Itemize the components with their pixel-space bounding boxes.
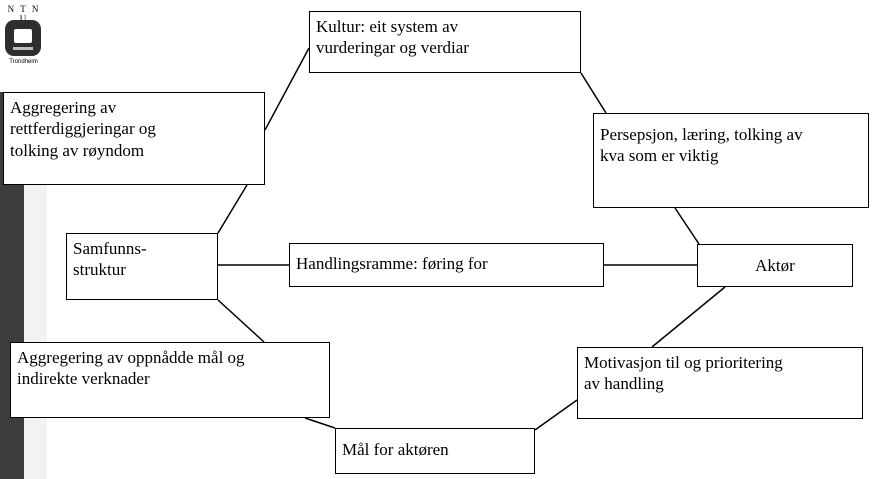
node-samfunnsstruktur: Samfunns- struktur (66, 233, 218, 300)
logo-city: Trondheim (9, 59, 38, 65)
logo-letters: N T N U (7, 4, 41, 24)
ntnu-logo: N T N U Trondheim (0, 0, 47, 92)
line-motivasjon-mal (534, 399, 578, 431)
node-mal-for-aktoren: Mål for aktøren (335, 428, 535, 474)
node-aktor: Aktør (697, 244, 853, 287)
logo-mark-icon (5, 20, 41, 56)
node-aggregering-rettferdiggjeringar: Aggregering av rettferdiggjeringar og to… (3, 92, 265, 185)
line-persepsjon-aktor (674, 207, 700, 245)
node-persepsjon: Persepsjon, læring, tolking av kva som e… (593, 113, 869, 208)
line-samfunn-aggregering-mal (217, 299, 265, 343)
node-aggregering-mal: Aggregering av oppnådde mål og indirekte… (10, 342, 330, 418)
line-aggregering-samfunn (217, 184, 248, 234)
line-kultur-persepsjon (580, 72, 607, 114)
node-handlingsramme: Handlingsramme: føring for (289, 243, 604, 287)
line-kultur-aggregering (264, 47, 310, 131)
line-aktor-motivasjon (651, 286, 726, 348)
node-motivasjon: Motivasjon til og prioritering av handli… (577, 347, 863, 419)
line-aggregering-mal-mal (304, 417, 336, 429)
node-kultur: Kultur: eit system av vurderingar og ver… (309, 11, 581, 73)
